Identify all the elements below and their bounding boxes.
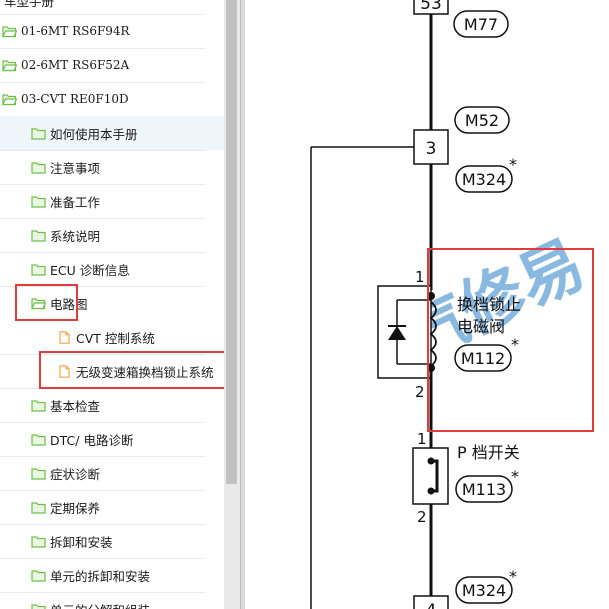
junction-box-4-label: 4 bbox=[426, 601, 437, 609]
tree-item-system-description[interactable]: 系统说明 bbox=[0, 218, 224, 252]
asterisk: * bbox=[509, 155, 517, 174]
separator bbox=[0, 558, 205, 559]
separator bbox=[0, 524, 205, 525]
tree-item-preparation[interactable]: 准备工作 bbox=[0, 184, 224, 218]
folder-icon bbox=[31, 535, 46, 548]
folder-open-icon bbox=[2, 93, 17, 105]
file-icon bbox=[59, 330, 70, 344]
file-icon bbox=[59, 364, 70, 378]
folder-open-icon bbox=[2, 59, 17, 71]
diode-symbol bbox=[388, 326, 406, 340]
connector-m324-top bbox=[455, 165, 513, 193]
tree-item-cvt-shift-lock-system[interactable]: 无级变速箱换档锁止系统 bbox=[0, 354, 224, 388]
separator bbox=[0, 150, 205, 151]
folder-icon bbox=[31, 263, 46, 276]
folder-icon bbox=[31, 229, 46, 242]
separator bbox=[0, 48, 205, 49]
tree-item-03-cvt[interactable]: 03-CVT RE0F10D bbox=[0, 82, 224, 116]
tree-scrollbar-thumb[interactable] bbox=[226, 0, 237, 484]
navigation-tree: 车型手册 01-6MT RS6F94R 02-6MT RS6F52A 03-CV… bbox=[0, 0, 224, 609]
highlight-solenoid bbox=[427, 248, 594, 432]
separator bbox=[0, 422, 205, 423]
folder-icon bbox=[31, 433, 46, 446]
connector-m113-label: M113 bbox=[462, 480, 506, 499]
folder-icon bbox=[31, 467, 46, 480]
coil-symbol bbox=[429, 301, 437, 367]
folder-icon bbox=[31, 127, 46, 140]
asterisk: * bbox=[511, 467, 519, 486]
wiring-diagram-view: 汽修易 53 M77 M52 3 M324 * 1 bbox=[245, 0, 609, 609]
folder-icon bbox=[31, 569, 46, 582]
asterisk: * bbox=[511, 335, 519, 354]
folder-icon bbox=[31, 399, 46, 412]
connector-m324-top-label: M324 bbox=[462, 170, 506, 189]
folder-open-icon bbox=[31, 297, 46, 309]
tree-item-precautions[interactable]: 注意事项 bbox=[0, 150, 224, 184]
connector-m324-bottom-label: M324 bbox=[462, 581, 506, 600]
tree-item-dtc-diagnosis[interactable]: DTC/ 电路诊断 bbox=[0, 422, 224, 456]
connector-m112 bbox=[454, 344, 512, 372]
separator bbox=[0, 82, 205, 83]
connector-m324-bottom bbox=[455, 576, 513, 604]
separator bbox=[0, 490, 205, 491]
connector-m113 bbox=[455, 475, 513, 503]
asterisk: * bbox=[509, 567, 517, 586]
solenoid-name-line1: 换档锁止 bbox=[457, 295, 521, 314]
separator bbox=[0, 14, 205, 15]
separator bbox=[0, 592, 205, 593]
separator bbox=[0, 354, 205, 355]
tree-item-cvt-control-system[interactable]: CVT 控制系统 bbox=[0, 320, 224, 354]
tree-item-ecu-diagnosis[interactable]: ECU 诊断信息 bbox=[0, 252, 224, 286]
connector-m52 bbox=[454, 106, 510, 134]
pane-splitter[interactable] bbox=[240, 0, 245, 609]
pin-2-label: 2 bbox=[417, 508, 427, 526]
tree-item-01-6mt[interactable]: 01-6MT RS6F94R bbox=[0, 14, 224, 48]
separator bbox=[0, 286, 205, 287]
wiring-diagram-svg: 汽修易 53 M77 M52 3 M324 * 1 bbox=[310, 0, 596, 609]
solenoid-name-line2: 电磁阀 bbox=[457, 317, 505, 336]
folder-icon bbox=[31, 161, 46, 174]
tree-item-periodic-maintenance[interactable]: 定期保养 bbox=[0, 490, 224, 524]
connector-m112-label: M112 bbox=[461, 349, 505, 368]
tree-item-02-6mt[interactable]: 02-6MT RS6F52A bbox=[0, 48, 224, 82]
pin-1-label: 1 bbox=[417, 430, 427, 448]
tree-item-unit-removal-installation[interactable]: 单元的拆卸和安装 bbox=[0, 558, 224, 592]
separator bbox=[0, 218, 205, 219]
separator bbox=[0, 252, 205, 253]
junction-box-4 bbox=[413, 595, 449, 609]
junction-box-53 bbox=[413, 0, 449, 15]
tree-item-wiring-diagram[interactable]: 电路图 bbox=[0, 286, 224, 320]
p-switch-name: P 档开关 bbox=[457, 443, 520, 462]
tree-item-how-to-use[interactable]: 如何使用本手册 bbox=[0, 116, 224, 150]
folder-open-icon bbox=[2, 25, 17, 37]
junction-box-3-label: 3 bbox=[426, 139, 437, 159]
solenoid-body bbox=[377, 285, 432, 379]
connector-m52-label: M52 bbox=[465, 111, 499, 130]
connector-m77 bbox=[453, 10, 509, 38]
tree-item-basic-inspection[interactable]: 基本检查 bbox=[0, 388, 224, 422]
connector-m77-label: M77 bbox=[464, 15, 498, 34]
folder-icon bbox=[31, 501, 46, 514]
pin-1-label: 1 bbox=[415, 268, 425, 286]
folder-icon bbox=[31, 195, 46, 208]
tree-item-symptom-diagnosis[interactable]: 症状诊断 bbox=[0, 456, 224, 490]
switch-contact bbox=[431, 459, 439, 493]
tree-item-removal-installation[interactable]: 拆卸和安装 bbox=[0, 524, 224, 558]
p-switch-body bbox=[412, 447, 449, 505]
pin-2-label: 2 bbox=[415, 383, 425, 401]
separator bbox=[0, 456, 205, 457]
junction-box-53-label: 53 bbox=[420, 0, 442, 14]
tree-item-top[interactable]: 车型手册 bbox=[4, 0, 55, 9]
junction-box-3 bbox=[413, 129, 449, 165]
separator bbox=[0, 184, 205, 185]
tree-item-unit-disassembly[interactable]: 单元的分解和组装 bbox=[0, 592, 224, 609]
folder-icon bbox=[31, 603, 46, 609]
